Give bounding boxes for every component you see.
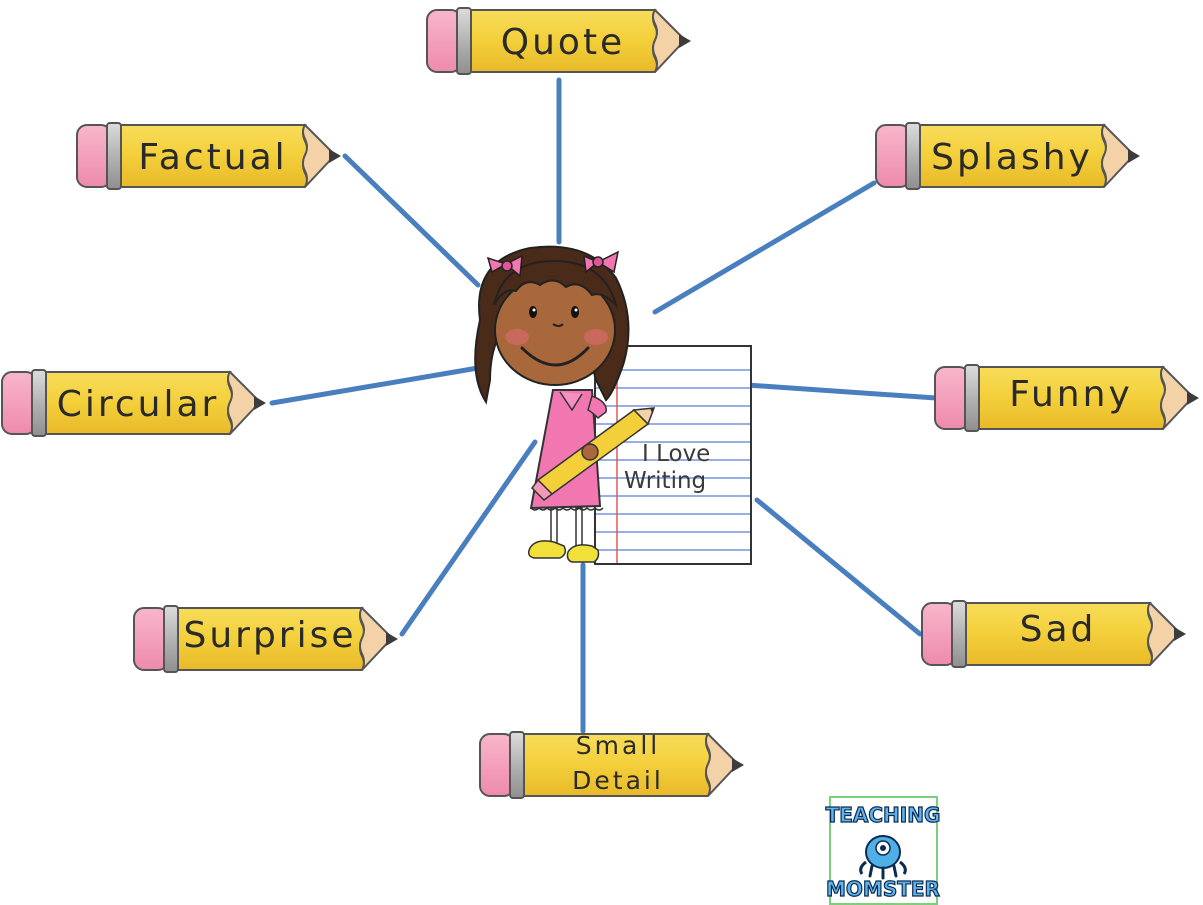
paper-text-line2: Writing bbox=[624, 468, 706, 494]
hair-bow-left bbox=[486, 254, 523, 278]
pencil-label-surprise: Surprise bbox=[183, 615, 356, 656]
connector-factual bbox=[342, 153, 481, 288]
pencil-label-detail: Detail bbox=[572, 766, 664, 795]
pencil-circular: Circular bbox=[1, 369, 266, 437]
pencil-label-circular: Circular bbox=[57, 384, 220, 425]
pencil-small-detail: Small Detail bbox=[479, 731, 744, 799]
girl-legs bbox=[527, 507, 600, 563]
pencil-label-factual: Factual bbox=[138, 137, 287, 178]
logo-text-momster: MOMSTER bbox=[826, 877, 940, 901]
pencil-splashy: Splashy bbox=[875, 122, 1140, 190]
pencil-label-funny: Funny bbox=[1009, 374, 1133, 415]
pencil-quote: Quote bbox=[426, 7, 691, 75]
connector-sad bbox=[754, 497, 923, 637]
girl-writing-illustration: I Love Writing bbox=[474, 245, 752, 565]
connector-funny bbox=[744, 382, 939, 401]
pencil-funny: Funny bbox=[934, 364, 1199, 432]
hair-bow-right bbox=[583, 250, 620, 274]
pencil-label-quote: Quote bbox=[501, 22, 625, 63]
pencil-label-small: Small bbox=[576, 731, 660, 760]
connector-circular bbox=[269, 365, 481, 406]
logo-text-teaching: TEACHING bbox=[826, 803, 941, 827]
connector-lines bbox=[269, 77, 939, 734]
paper-text-line1: I Love bbox=[642, 441, 710, 467]
connector-surprise bbox=[399, 439, 538, 637]
connector-splashy bbox=[652, 180, 877, 315]
pencil-factual: Factual bbox=[76, 122, 341, 190]
monster-icon bbox=[859, 835, 907, 880]
pencil-surprise: Surprise bbox=[133, 605, 398, 673]
pencil-label-sad: Sad bbox=[1020, 609, 1097, 650]
pencil-label-splashy: Splashy bbox=[931, 137, 1093, 178]
pencil-sad: Sad bbox=[921, 600, 1186, 668]
teaching-momster-logo: TEACHING MOMSTER bbox=[825, 796, 941, 905]
